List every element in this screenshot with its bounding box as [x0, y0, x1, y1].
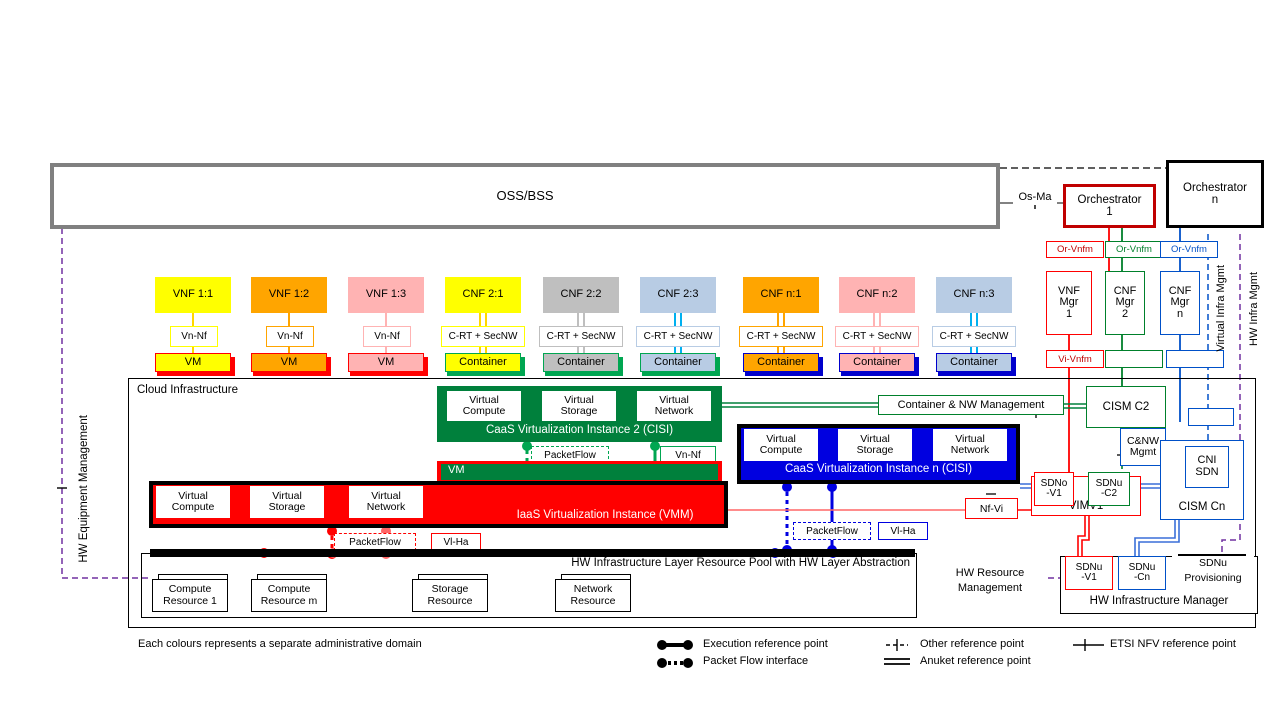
cni-sdn-box[interactable]: CNI SDN	[1185, 446, 1229, 488]
vm-1-box[interactable]: VM	[155, 353, 231, 372]
cnf-mgr-n-box[interactable]: CNF Mgr n	[1160, 271, 1200, 335]
orchestrator-1-title: Orchestrator	[1077, 193, 1142, 206]
vi-vnfm-ref[interactable]: Vi-Vnfm	[1046, 350, 1104, 368]
sdnu-v1-box[interactable]: SDNu -V1	[1065, 556, 1113, 590]
c-rt-secnw-ref-3[interactable]: C-RT + SecNW	[636, 326, 720, 347]
cnf-n-1-box[interactable]: CNF n:1	[743, 277, 819, 313]
network-resource-box[interactable]: Network Resource	[555, 579, 631, 612]
container-nw-management-box[interactable]: Container & NW Management	[878, 395, 1064, 415]
sdnu-cn-box[interactable]: SDNu -Cn	[1118, 556, 1166, 590]
c-rt-secnw-ref-2[interactable]: C-RT + SecNW	[539, 326, 623, 347]
vmm-vl-ha-ref[interactable]: Vl-Ha	[431, 533, 481, 551]
oss-bss-box[interactable]: OSS/BSS	[50, 163, 1000, 229]
container-2-box[interactable]: Container	[543, 353, 619, 372]
or-vnfm-ref-vnf[interactable]: Or-Vnfm	[1046, 241, 1104, 258]
storage-resource-box[interactable]: Storage Resource	[412, 579, 488, 612]
cisi2-virtual-network[interactable]: Virtual Network	[636, 390, 712, 422]
vmm-virtual-network[interactable]: Virtual Network	[349, 486, 423, 518]
c-rt-secnw-ref-5[interactable]: C-RT + SecNW	[835, 326, 919, 347]
vm-2-box[interactable]: VM	[251, 353, 327, 372]
or-vnfm-ref-cnfn[interactable]: Or-Vnfm	[1160, 241, 1218, 258]
cloud-infrastructure-box	[128, 378, 1256, 628]
compute-resource-1-box[interactable]: Compute Resource 1	[152, 579, 228, 612]
orchestrator-n-title: Orchestrator	[1183, 181, 1247, 194]
virtual-infra-mgmt-label: Virtual Infra Mgmt	[1215, 265, 1227, 352]
cnf-n-2-box[interactable]: CNF n:2	[839, 277, 915, 313]
vmm-virtual-compute[interactable]: Virtual Compute	[156, 486, 230, 518]
hw-pool-label: HW Infrastructure Layer Resource Pool wi…	[571, 557, 910, 569]
hw-infra-mgmt-label: HW Infra Mgmt	[1248, 272, 1260, 346]
cisin-virtual-storage[interactable]: Virtual Storage	[838, 429, 912, 461]
vn-nf-ref-1[interactable]: Vn-Nf	[170, 326, 218, 347]
c-rt-secnw-ref-6[interactable]: C-RT + SecNW	[932, 326, 1016, 347]
vn-nf-ref-2[interactable]: Vn-Nf	[266, 326, 314, 347]
vn-nf-ref-3[interactable]: Vn-Nf	[363, 326, 411, 347]
cisi2-virtual-compute[interactable]: Virtual Compute	[446, 390, 522, 422]
cisi2-virtual-storage[interactable]: Virtual Storage	[541, 390, 617, 422]
c-rt-secnw-ref-4[interactable]: C-RT + SecNW	[739, 326, 823, 347]
sdno-v1-box[interactable]: SDNo -V1	[1034, 472, 1074, 506]
container-4-box[interactable]: Container	[743, 353, 819, 372]
cnf-2-1-box[interactable]: CNF 2:1	[445, 277, 521, 313]
oss-bss-label: OSS/BSS	[496, 188, 554, 204]
sdnu-provisioning-box[interactable]: SDNu Provisioning	[1172, 556, 1254, 590]
cism-c2-box[interactable]: CISM C2	[1086, 386, 1166, 428]
sdnu-c2-box[interactable]: SDNu -C2	[1088, 472, 1130, 506]
cnf-2-3-box[interactable]: CNF 2:3	[640, 277, 716, 313]
orchestrator-n-index: n	[1211, 194, 1219, 206]
cisi-n-title: CaaS Virtualization Instance n (CISI)	[784, 463, 973, 475]
vmm-title: IaaS Virtualization Instance (VMM)	[516, 509, 694, 521]
compute-resource-m-box[interactable]: Compute Resource m	[251, 579, 327, 612]
cnf-n-3-box[interactable]: CNF n:3	[936, 277, 1012, 313]
vnf-1-2-box[interactable]: VNF 1:2	[251, 277, 327, 313]
hw-resource-management-label: HW Resource Management	[955, 567, 1025, 594]
cnw-mgmt-box[interactable]: C&NW Mgmt	[1120, 428, 1166, 466]
footnote-label: Each colours represents a separate admin…	[138, 638, 422, 650]
container-5-box[interactable]: Container	[839, 353, 915, 372]
cisin-vl-ha-ref[interactable]: Vl-Ha	[878, 522, 928, 540]
legend-item-execution-reference-point: Execution reference point	[703, 638, 828, 650]
container-1-box[interactable]: Container	[445, 353, 521, 372]
vnf-mgr-1-box[interactable]: VNF Mgr 1	[1046, 271, 1092, 335]
cnf-mgr-n-small-box[interactable]	[1188, 408, 1234, 426]
container-3-box[interactable]: Container	[640, 353, 716, 372]
cisi2-vm-label: VM	[448, 464, 465, 476]
cnf-mgr-n-lower-ref[interactable]	[1166, 350, 1224, 368]
cloud-infrastructure-label: Cloud Infrastructure	[137, 384, 238, 396]
vm-3-box[interactable]: VM	[348, 353, 424, 372]
vnf-1-1-box[interactable]: VNF 1:1	[155, 277, 231, 313]
legend-item-other-reference-point: Other reference point	[920, 638, 1024, 650]
legend-item-packet-flow-interface: Packet Flow interface	[703, 655, 809, 667]
legend-item-anuket-reference-point: Anuket reference point	[920, 655, 1031, 667]
vnf-1-3-box[interactable]: VNF 1:3	[348, 277, 424, 313]
cisin-virtual-network[interactable]: Virtual Network	[933, 429, 1007, 461]
cisin-virtual-compute[interactable]: Virtual Compute	[744, 429, 818, 461]
orchestrator-1-index: 1	[1106, 206, 1113, 218]
cisin-packetflow-ref[interactable]: PacketFlow	[793, 522, 871, 540]
os-ma-label: Os-Ma	[1013, 188, 1057, 205]
legend-item-etsi-nfv-reference-point: ETSI NFV reference point	[1110, 638, 1236, 650]
nf-vi-ref[interactable]: Nf-Vi	[965, 498, 1018, 519]
cnf-mgr-2-box[interactable]: CNF Mgr 2	[1105, 271, 1145, 335]
container-6-box[interactable]: Container	[936, 353, 1012, 372]
vmm-virtual-storage[interactable]: Virtual Storage	[250, 486, 324, 518]
cisi-2-title: CaaS Virtualization Instance 2 (CISI)	[485, 424, 674, 436]
hw-infrastructure-manager-label: HW Infrastructure Manager	[1089, 595, 1229, 607]
hw-pool-box	[141, 553, 917, 618]
orchestrator-1-box[interactable]: Orchestrator 1	[1063, 184, 1156, 228]
vmm-panel[interactable]	[149, 481, 728, 528]
hw-equipment-management-label: HW Equipment Management	[78, 415, 90, 563]
cnf-2-2-box[interactable]: CNF 2:2	[543, 277, 619, 313]
c-rt-secnw-ref-1[interactable]: C-RT + SecNW	[441, 326, 525, 347]
or-vnfm-ref-cnf2[interactable]: Or-Vnfm	[1105, 241, 1163, 258]
cnf-mgr-2-lower-ref[interactable]	[1105, 350, 1163, 368]
cisi2-vm-bar[interactable]	[441, 464, 718, 480]
orchestrator-n-box[interactable]: Orchestrator n	[1166, 160, 1264, 228]
